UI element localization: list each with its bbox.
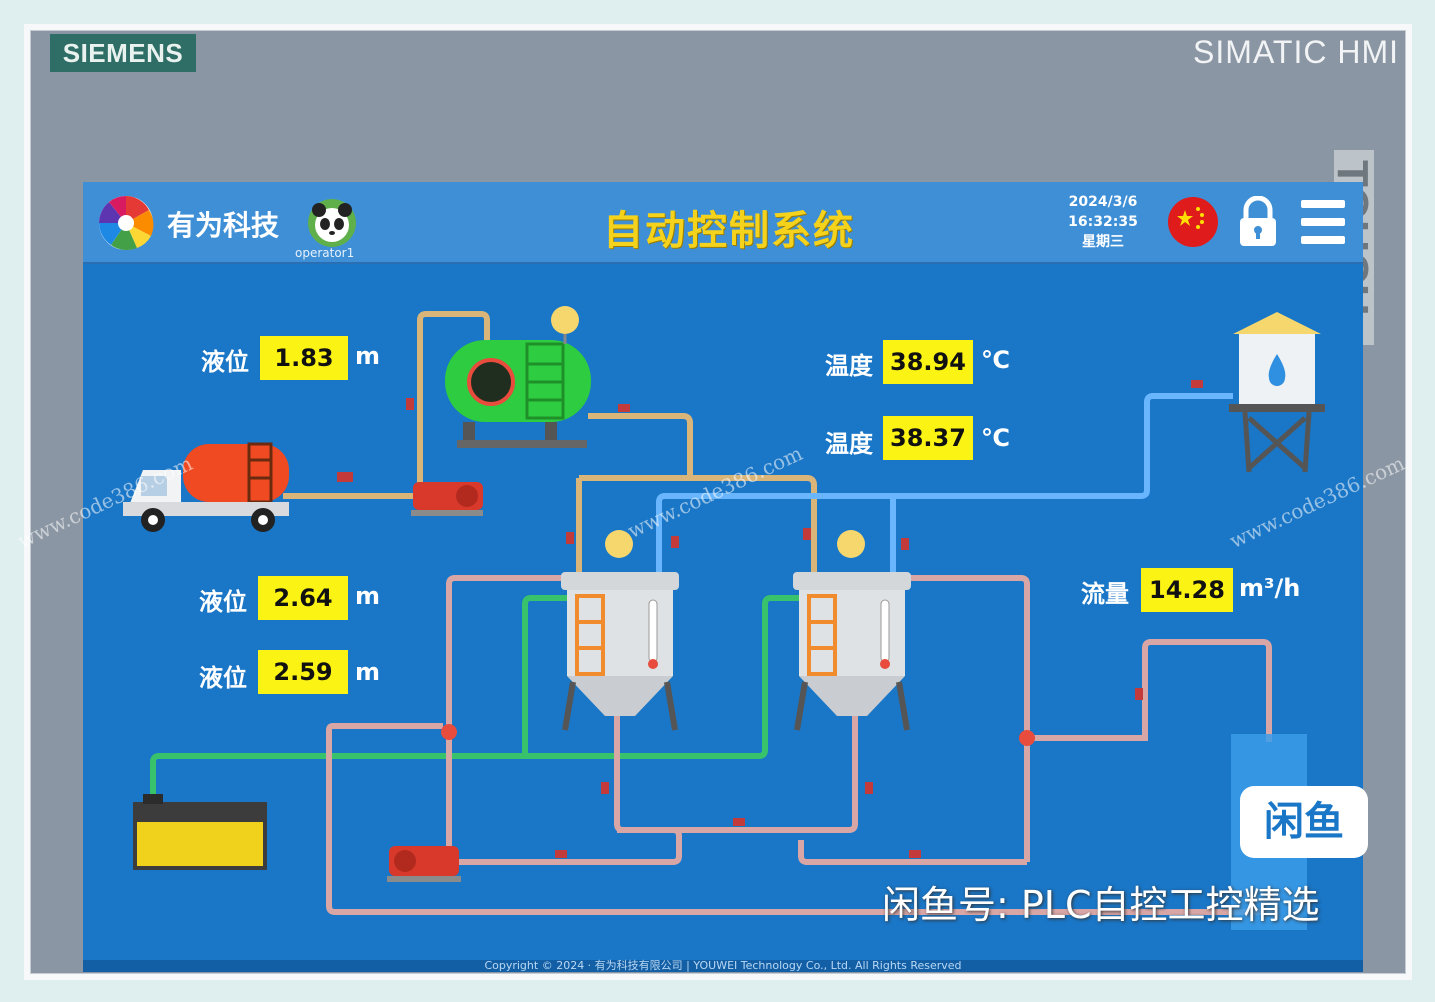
level2-label: 液位 <box>199 588 247 616</box>
datetime-display: 2024/3/6 16:32:35 星期三 <box>1048 192 1158 252</box>
weekday-text: 星期三 <box>1082 234 1124 250</box>
boiler-tank-icon <box>445 306 591 448</box>
caption-overlay: 闲鱼号: PLC自控工控精选 <box>882 883 1320 927</box>
simatic-hmi-label: SIMATIC HMI <box>1193 34 1399 70</box>
tanker-truck-icon <box>123 442 289 532</box>
control-valve-icon <box>441 724 457 740</box>
header-bar: 有为科技 operator1 自动控制系统 2024/3/6 16:32:35 … <box>83 182 1363 264</box>
temp2-unit: ℃ <box>981 424 1011 452</box>
temp1-value: 38.94 <box>883 340 973 384</box>
temp2-label: 温度 <box>825 430 873 458</box>
tan-pipes <box>283 311 817 572</box>
temp1-unit: ℃ <box>981 346 1011 374</box>
temp2-value: 38.37 <box>883 416 973 460</box>
water-tower-icon <box>1229 312 1325 473</box>
level1-label: 液位 <box>201 348 249 376</box>
flow-label: 流量 <box>1081 580 1129 608</box>
level3-label: 液位 <box>199 664 247 692</box>
level3-unit: m <box>355 658 381 686</box>
flow-unit: m³/h <box>1239 574 1301 602</box>
xianyu-badge: 闲鱼 <box>1240 786 1368 858</box>
pump-icon <box>387 846 461 882</box>
operator-avatar-icon[interactable] <box>307 198 357 248</box>
level2-value: 2.64 <box>258 576 348 620</box>
reactor-tank-1-icon <box>561 530 679 731</box>
pump-icon <box>411 482 483 516</box>
level1-unit: m <box>355 342 381 370</box>
process-diagram <box>123 306 1325 930</box>
flow-value: 14.28 <box>1141 568 1233 612</box>
level1-value: 1.83 <box>260 336 348 380</box>
menu-icon[interactable] <box>1299 198 1347 246</box>
green-pipes <box>150 595 803 796</box>
page-title: 自动控制系统 <box>603 208 855 254</box>
valves <box>337 380 1203 858</box>
company-name: 有为科技 <box>167 209 280 242</box>
temp1-label: 温度 <box>825 352 873 380</box>
time-text: 16:32:35 <box>1068 214 1138 230</box>
operator-name: operator1 <box>295 246 355 260</box>
china-flag-icon[interactable] <box>1167 196 1219 248</box>
storage-tank-icon <box>133 794 267 870</box>
lock-icon[interactable] <box>1237 196 1279 248</box>
date-text: 2024/3/6 <box>1068 194 1138 210</box>
level3-value: 2.59 <box>258 650 348 694</box>
reactor-tank-2-icon <box>793 530 911 731</box>
siemens-logo: SIEMENS <box>50 34 196 72</box>
copyright-footer: Copyright © 2024 · 有为科技有限公司 | YOUWEI Tec… <box>83 960 1363 972</box>
company-logo-icon <box>98 195 154 251</box>
blue-pipes <box>656 393 1233 572</box>
hmi-screen: 有为科技 operator1 自动控制系统 2024/3/6 16:32:35 … <box>83 182 1363 972</box>
level2-unit: m <box>355 582 381 610</box>
control-valve-icon <box>1019 730 1035 746</box>
pink-pipes <box>326 575 1273 915</box>
